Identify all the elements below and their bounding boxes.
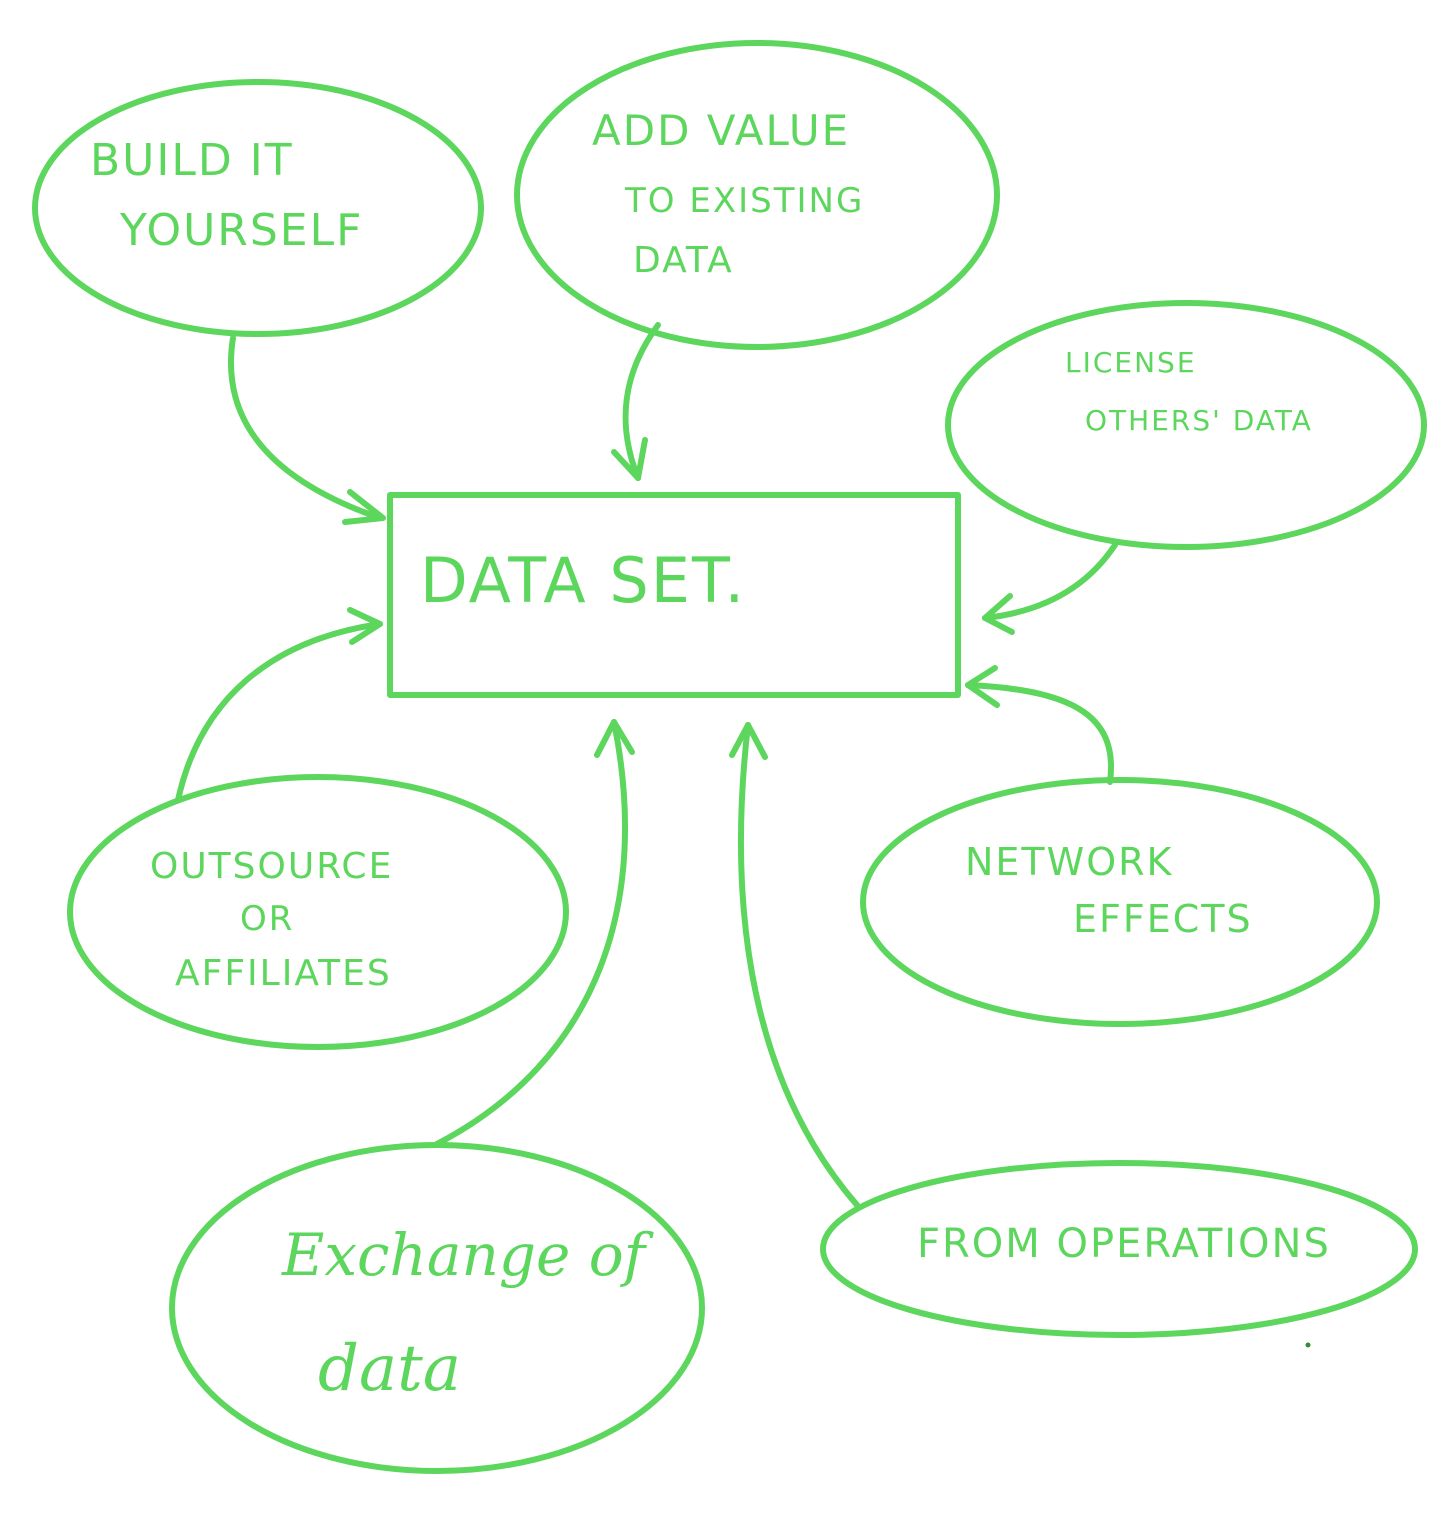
outsource-line3: AFFILIATES [175,953,392,994]
arrow-operations-to-dataset [729,722,860,1208]
exchange-node [169,1142,705,1474]
arrow-addvalue-to-dataset [611,322,661,481]
data-set-label: DATA SET. [420,544,746,617]
network-effects-line2: EFFECTS [1073,897,1253,941]
license-node [945,300,1427,550]
data-set-box [387,492,961,698]
license-line2: OTHERS' DATA [1085,404,1313,437]
build-it-yourself-line2: YOURSELF [119,205,363,256]
from-operations-node [820,1160,1418,1338]
outsource-line1: OUTSOURCE [150,846,393,887]
license-line1: LICENSE [1065,346,1197,379]
from-operations-line1: FROM OPERATIONS [917,1221,1331,1267]
network-effects-node [860,777,1380,1027]
add-value-line3: DATA [633,240,734,281]
build-it-yourself-line1: BUILD IT [90,135,294,186]
arrow-network-to-dataset [965,665,1114,785]
arrow-license-to-dataset [982,542,1118,635]
arrow-exchange-to-dataset [432,719,635,1148]
exchange-line2: data [318,1332,461,1406]
add-value-line1: ADD VALUE [592,106,850,155]
add-value-node [514,40,1000,350]
outsource-node [67,774,569,1050]
network-effects-line1: NETWORK [965,840,1173,884]
stray-dot [1305,1342,1311,1348]
add-value-line2: TO EXISTING [624,181,864,221]
arrow-build-to-dataset [228,335,386,525]
outsource-line2: OR [240,899,294,939]
exchange-line1: Exchange of [281,1221,655,1289]
build-it-yourself-node [32,79,484,337]
arrow-outsource-to-dataset [175,607,383,803]
